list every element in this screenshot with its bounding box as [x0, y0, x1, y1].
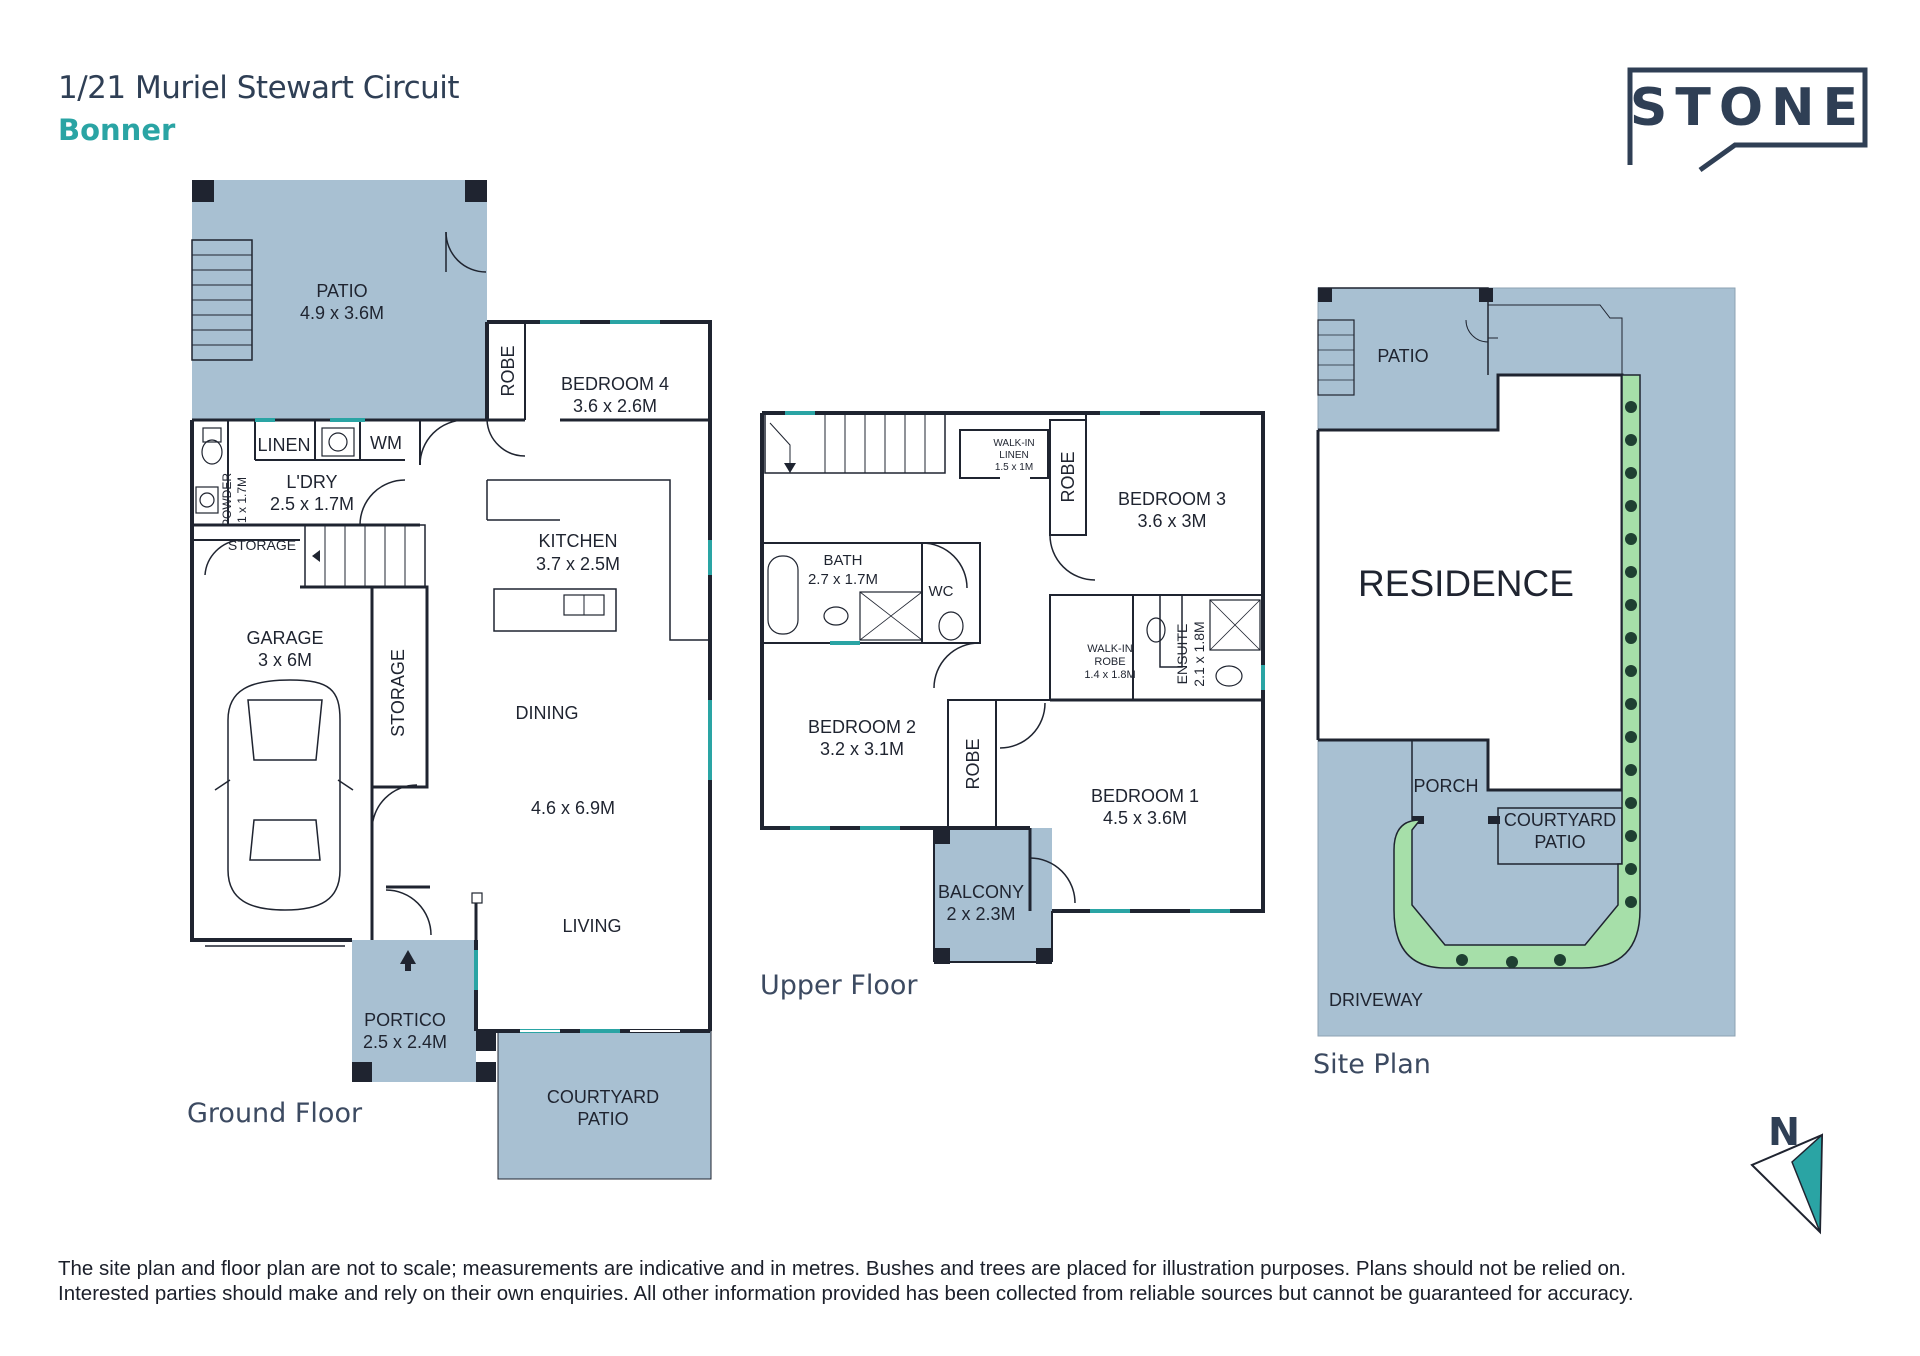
stone-logo: STONE	[1627, 67, 1868, 173]
bedroom2-label: BEDROOM 2	[808, 717, 916, 737]
ground-floor-labels: PATIO 4.9 x 3.6M BEDROOM 4 3.6 x 2.6M RO…	[187, 281, 669, 1129]
upper-floor-labels: WALK-IN LINEN 1.5 x 1M ROBE BEDROOM 3 3.…	[760, 438, 1226, 1001]
bedroom4-robe-label: ROBE	[498, 345, 518, 396]
site-porch-label: PORCH	[1413, 776, 1478, 796]
courtyard-label: COURTYARD	[547, 1087, 659, 1107]
garage-size: 3 x 6M	[258, 650, 312, 670]
dining-label: DINING	[516, 703, 579, 723]
bedroom4-label: BEDROOM 4	[561, 374, 669, 394]
walkin-robe-size: 1.4 x 1.8M	[1084, 669, 1135, 681]
linen-label: LINEN	[257, 435, 310, 455]
bath-label: BATH	[824, 552, 863, 569]
ensuite-label: ENSUITE	[1174, 624, 1190, 685]
wc-label: WC	[929, 583, 954, 600]
site-courtyard-label-2: PATIO	[1534, 832, 1585, 852]
ensuite-size: 2.1 x 1.8M	[1191, 621, 1207, 686]
logo-text: STONE	[1630, 78, 1866, 138]
bedroom3-robe-label: ROBE	[1058, 451, 1078, 502]
ground-floor-plan	[190, 180, 712, 1180]
powder-size: 1 x 1.7M	[235, 477, 249, 523]
site-residence-label: RESIDENCE	[1358, 563, 1574, 604]
portico-label: PORTICO	[364, 1010, 446, 1030]
site-patio-label: PATIO	[1377, 346, 1428, 366]
bedroom4-size: 3.6 x 2.6M	[573, 396, 657, 416]
disclaimer-line-1: The site plan and floor plan are not to …	[58, 1257, 1627, 1280]
upper-floor-title: Upper Floor	[760, 970, 918, 1001]
bedroom2-size: 3.2 x 3.1M	[820, 739, 904, 759]
walkin-robe-label: WALK-IN	[1087, 643, 1132, 655]
upper-floor-plan	[760, 411, 1265, 964]
living-label: LIVING	[562, 916, 621, 936]
laundry-size: 2.5 x 1.7M	[270, 494, 354, 514]
north-compass-icon: N	[1750, 1110, 1824, 1235]
courtyard-label-2: PATIO	[577, 1109, 628, 1129]
patio-label: PATIO	[316, 281, 367, 301]
courtyard-area	[497, 1030, 712, 1180]
balcony-size: 2 x 2.3M	[946, 904, 1015, 924]
bedroom1-size: 4.5 x 3.6M	[1103, 808, 1187, 828]
car-icon	[214, 679, 354, 911]
laundry-label: L'DRY	[286, 472, 337, 492]
site-driveway-label: DRIVEWAY	[1329, 990, 1423, 1010]
site-plan-labels: PATIO RESIDENCE PORCH COURTYARD PATIO DR…	[1313, 346, 1616, 1080]
disclaimer-line-2: Interested parties should make and rely …	[58, 1282, 1634, 1305]
garage-storage-label: STORAGE	[388, 649, 408, 737]
site-courtyard-label: COURTYARD	[1504, 810, 1616, 830]
bedroom1-label: BEDROOM 1	[1091, 786, 1199, 806]
property-address: 1/21 Muriel Stewart Circuit	[58, 70, 460, 106]
bedroom3-size: 3.6 x 3M	[1137, 511, 1206, 531]
balcony-label: BALCONY	[938, 882, 1024, 902]
bedroom3-label: BEDROOM 3	[1118, 489, 1226, 509]
dining-living-size: 4.6 x 6.9M	[531, 798, 615, 818]
wm-label: WM	[370, 433, 402, 453]
bath-size: 2.7 x 1.7M	[808, 571, 878, 588]
property-suburb: Bonner	[58, 113, 176, 147]
walkin-linen-label: WALK-IN	[993, 438, 1034, 449]
balcony-area	[934, 828, 1052, 962]
site-plan	[1316, 287, 1736, 1037]
storage-small-label: STORAGE	[228, 537, 296, 553]
ground-floor-title: Ground Floor	[187, 1098, 363, 1129]
kitchen-size: 3.7 x 2.5M	[536, 554, 620, 574]
patio-size: 4.9 x 3.6M	[300, 303, 384, 323]
walkin-linen-label-2: LINEN	[999, 450, 1028, 461]
disclaimer: The site plan and floor plan are not to …	[58, 1256, 1888, 1306]
kitchen-label: KITCHEN	[538, 531, 617, 551]
portico-size: 2.5 x 2.4M	[363, 1032, 447, 1052]
walkin-robe-label-2: ROBE	[1094, 656, 1125, 668]
walkin-linen-size: 1.5 x 1M	[995, 462, 1033, 473]
hedge-bushes	[1456, 401, 1637, 968]
powder-label: POWDER	[220, 473, 234, 527]
site-plan-title: Site Plan	[1313, 1049, 1431, 1080]
bedroom2-robe-label: ROBE	[963, 738, 983, 789]
garage-label: GARAGE	[246, 628, 323, 648]
